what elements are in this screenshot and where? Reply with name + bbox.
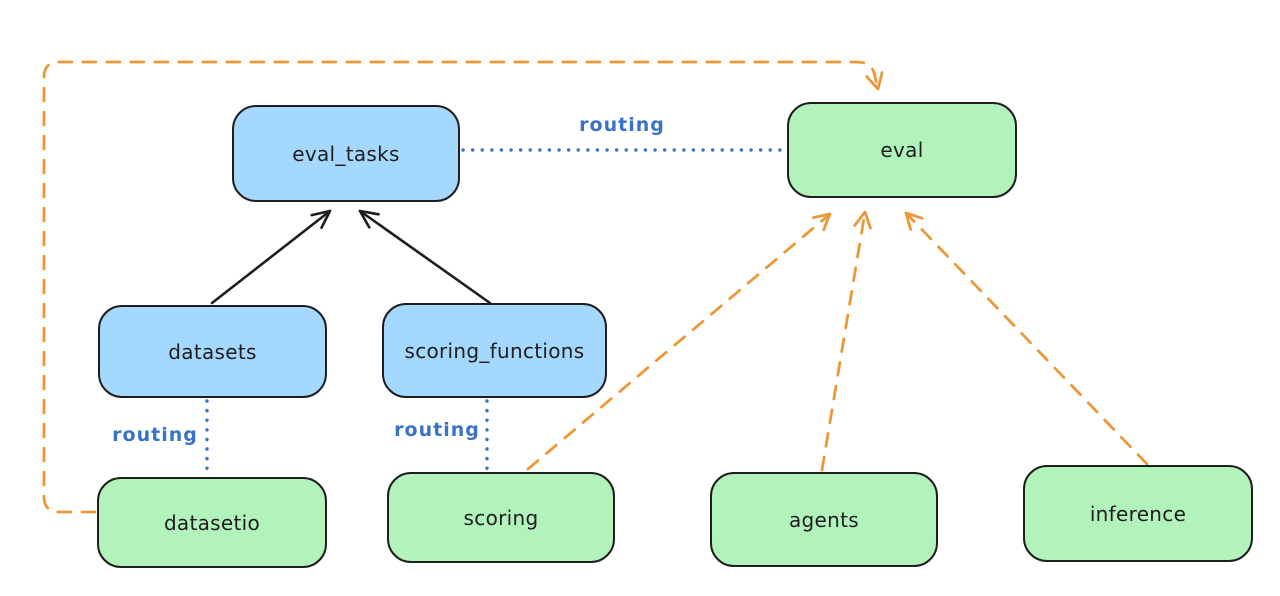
node-agents-label: agents (789, 507, 859, 532)
arrow-scoring-functions-to-eval-tasks (358, 209, 492, 305)
node-agents: agents (710, 472, 938, 567)
routing-label-scoring-functions-scoring: routing (394, 419, 480, 441)
node-eval-label: eval (880, 138, 924, 162)
arrow-agents-to-eval (820, 210, 872, 472)
arrow-datasetio-to-eval (42, 60, 884, 514)
node-eval-tasks-label: eval_tasks (292, 141, 400, 166)
node-scoring-functions-label: scoring_functions (404, 338, 585, 363)
arrow-datasets-to-eval-tasks (210, 209, 332, 305)
node-datasetio: datasetio (97, 477, 327, 568)
node-eval-tasks: eval_tasks (232, 105, 460, 202)
node-scoring: scoring (387, 472, 615, 563)
node-inference: inference (1023, 465, 1253, 562)
routing-label-eval-tasks-eval: routing (579, 114, 665, 136)
node-inference-label: inference (1089, 501, 1187, 526)
node-datasets: datasets (98, 305, 327, 398)
routing-label-datasets-datasetio: routing (112, 424, 198, 446)
node-eval: eval (787, 102, 1017, 198)
node-datasetio-label: datasetio (163, 510, 261, 535)
node-scoring-functions: scoring_functions (382, 303, 607, 398)
node-scoring-label: scoring (463, 505, 539, 530)
arrow-inference-to-eval (904, 211, 1149, 466)
arrow-scoring-to-eval (526, 212, 832, 471)
node-datasets-label: datasets (168, 339, 257, 364)
